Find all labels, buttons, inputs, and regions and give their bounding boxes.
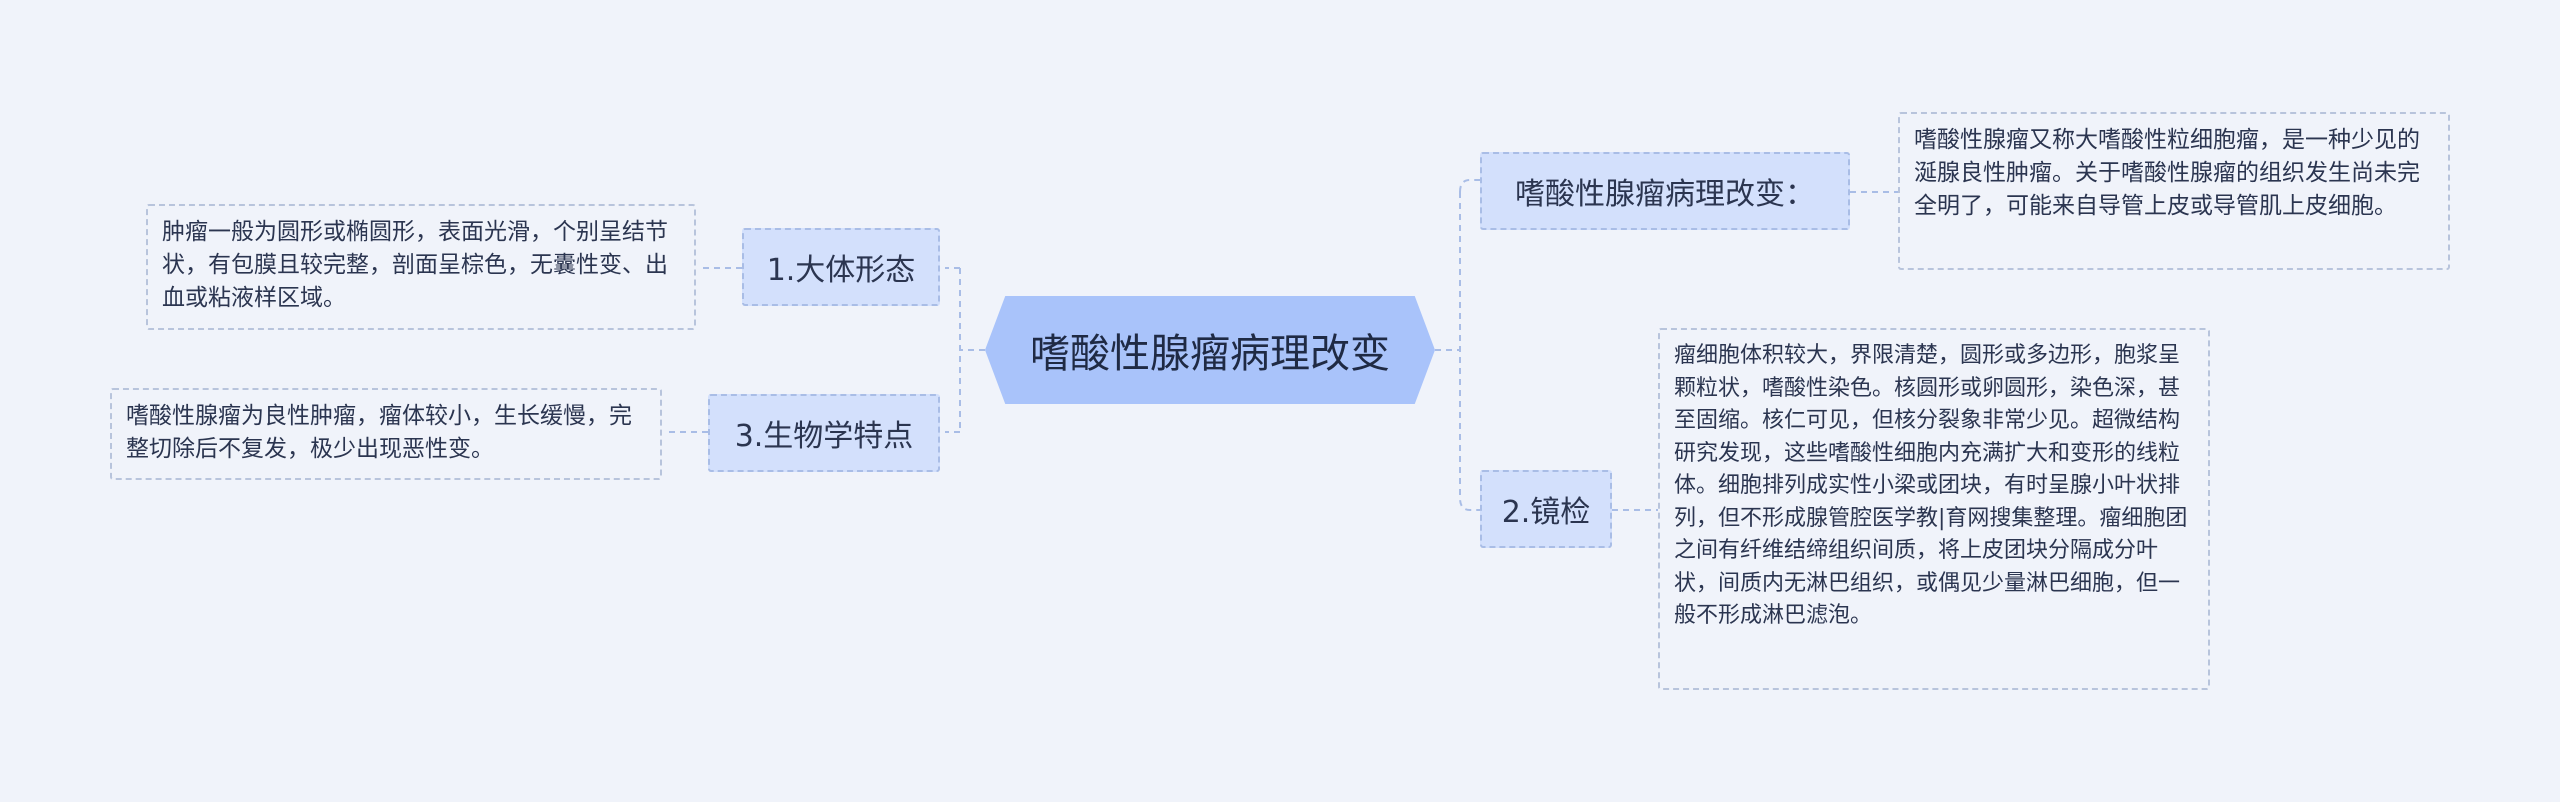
detail-gross-text: 肿瘤一般为圆形或椭圆形，表面光滑，个别呈结节状，有包膜且较完整，剖面呈棕色，无囊…	[162, 219, 668, 311]
root-node[interactable]: 嗜酸性腺瘤病理改变	[985, 296, 1435, 404]
branch-microscopy-label: 2.镜检	[1501, 495, 1591, 530]
connector-left-trunk	[959, 268, 985, 432]
branch-biological-features[interactable]: 3.生物学特点	[708, 394, 940, 472]
detail-microscopy[interactable]: 瘤细胞体积较大，界限清楚，圆形或多边形，胞浆呈颗粒状，嗜酸性染色。核圆形或卵圆形…	[1658, 328, 2210, 690]
detail-pathology-text: 嗜酸性腺瘤又称大嗜酸性粒细胞瘤，是一种少见的涎腺良性肿瘤。关于嗜酸性腺瘤的组织发…	[1914, 127, 2420, 219]
detail-gross-morphology[interactable]: 肿瘤一般为圆形或椭圆形，表面光滑，个别呈结节状，有包膜且较完整，剖面呈棕色，无囊…	[146, 204, 696, 330]
root-label: 嗜酸性腺瘤病理改变	[1030, 331, 1390, 377]
branch-pathology-overview[interactable]: 嗜酸性腺瘤病理改变：	[1480, 152, 1850, 230]
branch-gross-morphology[interactable]: 1.大体形态	[742, 228, 940, 306]
detail-pathology-overview[interactable]: 嗜酸性腺瘤又称大嗜酸性粒细胞瘤，是一种少见的涎腺良性肿瘤。关于嗜酸性腺瘤的组织发…	[1898, 112, 2450, 270]
branch-biology-label: 3.生物学特点	[734, 419, 914, 454]
detail-microscopy-text: 瘤细胞体积较大，界限清楚，圆形或多边形，胞浆呈颗粒状，嗜酸性染色。核圆形或卵圆形…	[1674, 343, 2188, 628]
connector-right-trunk	[1435, 179, 1480, 511]
branch-microscopy[interactable]: 2.镜检	[1480, 470, 1612, 548]
detail-biological-features[interactable]: 嗜酸性腺瘤为良性肿瘤，瘤体较小，生长缓慢，完整切除后不复发，极少出现恶性变。	[110, 388, 662, 480]
branch-pathology-label: 嗜酸性腺瘤病理改变：	[1515, 177, 1815, 212]
detail-biology-text: 嗜酸性腺瘤为良性肿瘤，瘤体较小，生长缓慢，完整切除后不复发，极少出现恶性变。	[126, 403, 632, 462]
branch-gross-label: 1.大体形态	[766, 253, 916, 288]
